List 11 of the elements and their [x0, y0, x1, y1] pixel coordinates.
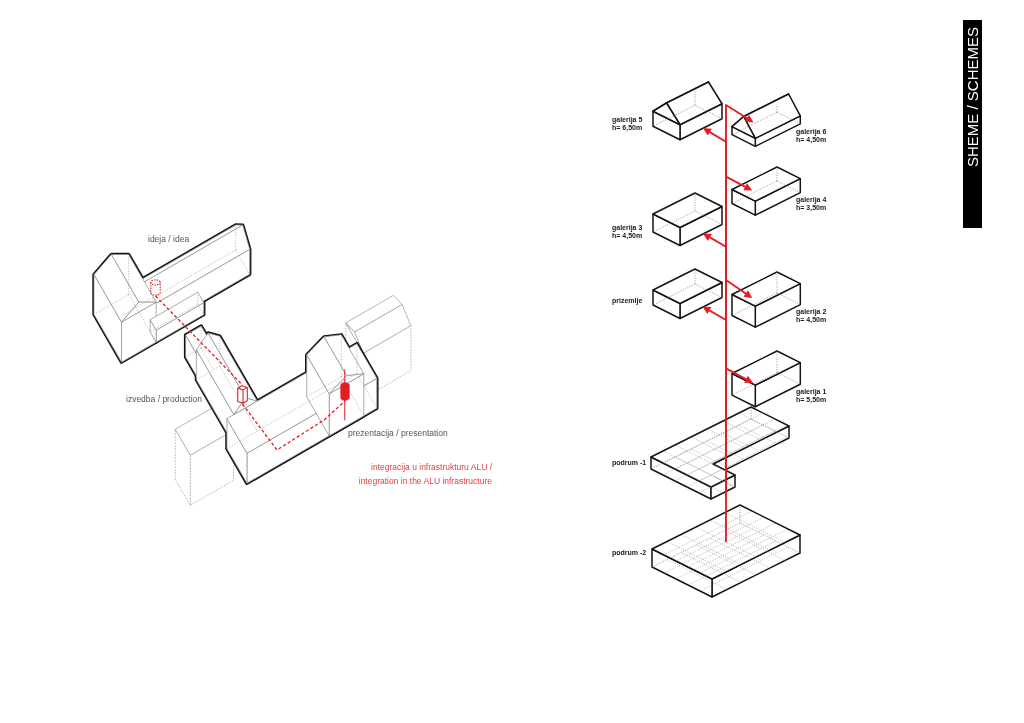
box-outline-icon [237, 385, 248, 404]
part-label: prezentacija / presentation [348, 428, 448, 438]
dotted-cylinder-icon [150, 279, 161, 296]
dashed-route-line [241, 400, 346, 451]
note-text: integracija u infrastrukturu ALU / integration in the ALU infrastructure [357, 461, 492, 488]
connector-line [725, 490, 727, 543]
part-label: ideja / idea [148, 234, 190, 244]
section-title: SHEME / SCHEMES [963, 20, 982, 228]
solid-cylinder-icon [340, 382, 350, 401]
dashed-route-line [154, 295, 244, 386]
part-label: izvedba / production [126, 394, 203, 404]
